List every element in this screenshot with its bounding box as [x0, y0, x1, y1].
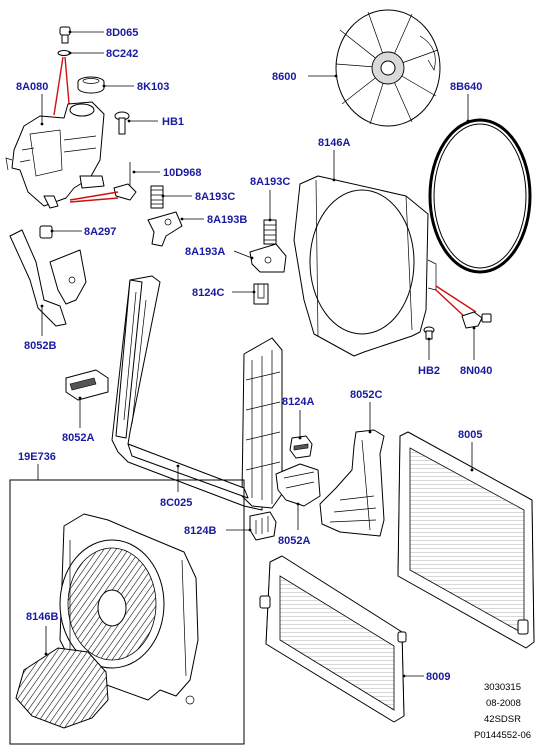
- callout-red-shroud: [435, 285, 477, 319]
- label-8124b: 8124B: [184, 525, 216, 537]
- seal-ring-8b640: [428, 94, 532, 274]
- label-8a193c-left: 8A193C: [195, 191, 235, 203]
- hose-clip-10d968: [113, 162, 160, 201]
- fan-guard-8146b: [15, 626, 109, 729]
- fastener-8n040: [461, 311, 492, 360]
- label-8052b: 8052B: [24, 340, 56, 352]
- label-8a193a: 8A193A: [185, 246, 225, 258]
- label-8a080: 8A080: [16, 81, 48, 93]
- radiator-frame-8c025: [111, 275, 283, 511]
- ref-code: 3030315: [484, 682, 521, 693]
- label-19e736: 19E736: [18, 451, 56, 463]
- fan-8600: [308, 9, 441, 127]
- callout-red-tank: [69, 191, 119, 203]
- label-8052a-lower: 8052A: [278, 535, 310, 547]
- label-8124a: 8124A: [282, 396, 314, 408]
- bracket-8a193b: [147, 211, 204, 247]
- label-8c025: 8C025: [160, 497, 192, 509]
- label-8d065: 8D065: [106, 27, 138, 39]
- clip-8124a: [289, 410, 313, 459]
- label-8005: 8005: [458, 429, 482, 441]
- bracket-8a193a: [233, 243, 287, 273]
- clip-8124c: [232, 283, 269, 305]
- ref-date: 08-2008: [486, 698, 521, 709]
- radiator-8009: [259, 555, 424, 723]
- label-8a193c-right: 8A193C: [250, 176, 290, 188]
- bracket-8052b: [9, 229, 87, 336]
- label-hb2: HB2: [418, 365, 440, 377]
- label-8146b: 8146B: [26, 611, 58, 623]
- air-deflector-8052c: [319, 402, 385, 537]
- bleed-screw-8d065: [59, 26, 104, 44]
- fan-shroud-8146a: [293, 150, 437, 357]
- label-8a297: 8A297: [84, 226, 116, 238]
- isolator-8a193c-left: [150, 185, 192, 209]
- label-8c242: 8C242: [106, 48, 138, 60]
- fan-assembly-inset: [59, 513, 199, 705]
- label-8n040: 8N040: [460, 365, 492, 377]
- label-8k103: 8K103: [137, 81, 169, 93]
- label-8600: 8600: [272, 71, 296, 83]
- label-8124c: 8124C: [192, 287, 224, 299]
- label-8a193b: 8A193B: [207, 214, 247, 226]
- ref-illustration-id: P0144552-06: [474, 730, 531, 741]
- isolator-8a193c-right: [263, 190, 277, 245]
- label-8b640: 8B640: [450, 81, 482, 93]
- bracket-8052a-upper: [65, 369, 109, 428]
- inset-box-19e736: [9, 464, 245, 745]
- isolator-8a297: [39, 225, 82, 239]
- seal-8c242: [57, 50, 104, 56]
- bolt-hb1: [114, 111, 158, 135]
- label-8052a-upper: 8052A: [62, 432, 94, 444]
- cap-8k103: [77, 76, 134, 94]
- label-10d968: 10D968: [163, 167, 202, 179]
- bracket-8052a-lower: [275, 463, 321, 530]
- condenser-8005: [397, 431, 535, 649]
- ref-model: 42SDSR: [484, 714, 521, 725]
- label-8052c: 8052C: [350, 389, 382, 401]
- label-hb1: HB1: [162, 116, 184, 128]
- clip-8124b: [226, 511, 277, 541]
- expansion-tank-8a080: [5, 94, 105, 209]
- bolt-hb2: [423, 326, 435, 360]
- label-8146a: 8146A: [318, 137, 350, 149]
- label-8009: 8009: [426, 671, 450, 683]
